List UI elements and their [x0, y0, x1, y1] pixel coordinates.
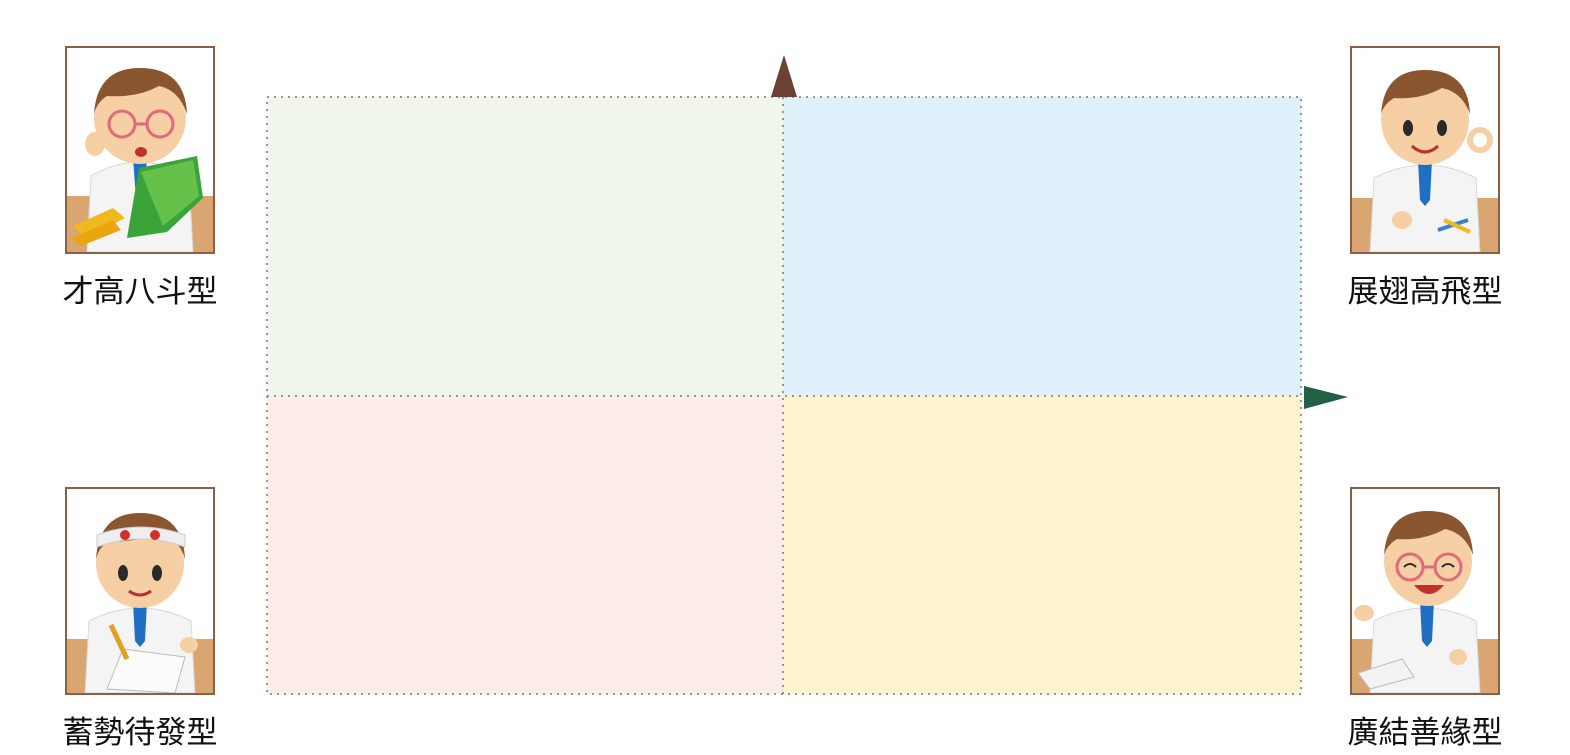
quadrant-bottom-left	[267, 396, 783, 694]
label-bottom-right: 廣結善緣型	[1347, 715, 1503, 751]
portrait-bottom-left	[65, 487, 215, 695]
headband-writing-person-icon	[67, 513, 213, 693]
portrait-top-left	[65, 46, 215, 254]
laughing-glasses-person-icon	[1352, 511, 1498, 693]
vertical-axis-arrow-icon	[771, 55, 797, 97]
quadrant-top-right	[783, 97, 1301, 396]
horizontal-axis-arrow-icon	[1304, 386, 1348, 409]
reading-glasses-book-person-icon	[67, 68, 213, 252]
quadrant-bottom-right	[783, 396, 1301, 694]
label-top-right: 展翅高飛型	[1347, 274, 1503, 310]
label-bottom-left: 蓄勢待發型	[62, 715, 218, 751]
label-top-left: 才高八斗型	[62, 274, 218, 310]
portrait-top-right	[1350, 46, 1500, 254]
quadrant-top-left	[267, 97, 783, 396]
ok-gesture-person-icon	[1352, 70, 1498, 252]
portrait-bottom-right	[1350, 487, 1500, 695]
